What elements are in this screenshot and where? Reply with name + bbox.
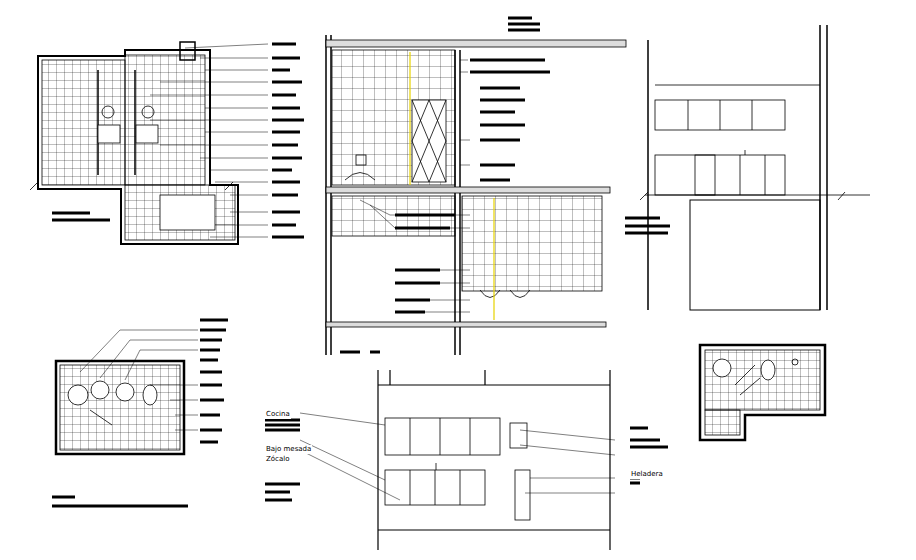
drawing-label: Zócalo <box>265 455 290 464</box>
drawing-label: Cocina <box>265 410 291 419</box>
drawing-label: Bajo mesada <box>265 445 312 454</box>
drawing-label: Heladera <box>630 470 664 479</box>
